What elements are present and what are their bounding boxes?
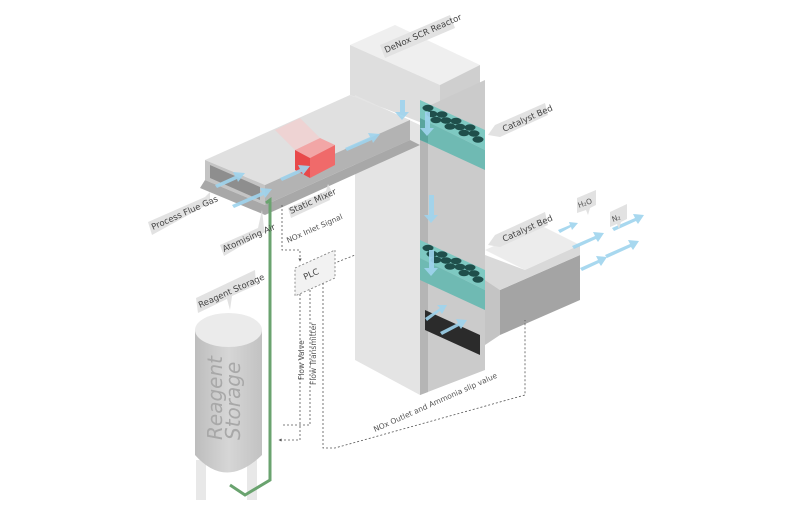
tank-leg: [247, 460, 257, 500]
tank-label-line1: Reagent: [203, 355, 227, 440]
catalyst-hole: [458, 129, 470, 137]
flue-gas-duct: [200, 95, 420, 215]
catalyst-hole: [472, 276, 484, 283]
catalyst-hole: [444, 123, 456, 130]
label-n2: N₂: [611, 212, 622, 223]
catalyst-hole: [436, 111, 448, 118]
catalyst-hole: [436, 251, 448, 258]
nox-outlet-line: [322, 275, 526, 449]
tag-background: [288, 184, 331, 218]
static-mixer-side: [310, 145, 335, 178]
label-reagent-storage: Reagent Storage: [197, 273, 266, 311]
catalyst-hole: [458, 269, 470, 277]
tag-background: [610, 204, 627, 229]
plc-outline: [294, 249, 336, 297]
catalyst-hole: [450, 117, 462, 125]
reactor-hood-top: [350, 25, 480, 85]
catalyst-bed-top: [420, 100, 485, 170]
flow-arrow: [424, 195, 438, 223]
outlet-duct-side: [485, 280, 500, 345]
tag-h2o: H₂O: [577, 190, 596, 215]
static-mixer-top: [295, 138, 335, 158]
flow-arrow: [580, 256, 607, 271]
tag-catalyst-top: Catalyst Bed: [488, 103, 555, 137]
catalyst-hole: [450, 257, 462, 265]
static-mixer-glow: [275, 118, 320, 150]
flow-arrows: [215, 100, 644, 335]
flow-arrow: [424, 250, 438, 276]
flow-arrow: [280, 165, 310, 181]
catalyst-hole: [468, 270, 480, 277]
outlet-duct: [485, 225, 580, 345]
catalyst-hole: [464, 124, 476, 131]
tag-reagent-storage: Reagent Storage: [196, 270, 266, 313]
tank-top: [195, 313, 262, 347]
outlet-slot: [425, 310, 480, 355]
duct-opening: [210, 165, 260, 200]
flow-valve-line: [278, 290, 301, 442]
duct-bottom: [200, 140, 420, 215]
tag-background: [488, 212, 548, 247]
flow-arrow: [395, 100, 409, 120]
label-nox-inlet-signal: NOx Inlet Signal: [285, 212, 344, 245]
tag-background: [488, 103, 548, 137]
catalyst-hole: [440, 257, 452, 264]
flow-arrow: [440, 319, 467, 335]
flow-arrow: [605, 240, 639, 258]
flow-arrow: [345, 133, 380, 151]
tag-process-flue-gas: Process Flue Gas: [148, 192, 220, 235]
flow-arrow: [612, 214, 644, 231]
tag-background: [577, 190, 596, 215]
catalyst-hole: [422, 104, 434, 112]
outlet-duct-top: [485, 225, 580, 270]
reactor-left-face: [355, 95, 420, 395]
catalyst-hole: [444, 263, 456, 270]
catalyst-bed-top-front: [420, 118, 485, 170]
tank-leg: [196, 460, 206, 500]
flow-arrow: [572, 232, 604, 249]
nox-inlet-signal-line: [281, 205, 302, 262]
catalyst-hole: [422, 244, 434, 252]
flow-transmitter-line: [282, 282, 311, 426]
flow-arrow: [232, 188, 272, 208]
catalyst-holes-top: [422, 104, 484, 143]
catalyst-hole: [440, 117, 452, 124]
reactor-hood-left: [350, 45, 440, 130]
label-flow-valve: Flow Valve: [297, 340, 306, 380]
flow-arrow: [420, 112, 434, 136]
catalyst-hole: [464, 264, 476, 271]
catalyst-hole: [472, 136, 484, 143]
outlet-duct-slope: [485, 245, 580, 290]
reagent-pipe: [229, 197, 272, 497]
tag-n2: N₂: [610, 204, 627, 229]
catalyst-hole: [454, 263, 466, 271]
tank-body: [195, 330, 262, 473]
catalyst-hole: [430, 116, 442, 124]
label-process-flue-gas: Process Flue Gas: [150, 194, 220, 233]
label-flow-transmitter: Flow Transmitter: [309, 322, 318, 385]
tag-background: [220, 210, 265, 256]
tag-background: [380, 15, 455, 58]
flow-arrow: [558, 222, 578, 233]
reagent-storage-tank: Reagent Storage: [195, 313, 262, 500]
catalyst-bed-bottom-front: [420, 258, 485, 310]
outlet-duct-front: [500, 255, 580, 335]
flow-arrow: [425, 305, 447, 321]
tag-background: [196, 270, 256, 313]
flow-arrow: [215, 172, 245, 188]
plc-box: PLC: [294, 249, 336, 297]
catalyst-hole: [454, 123, 466, 131]
catalyst-hole: [468, 130, 480, 137]
tank-label-line2: Storage: [221, 362, 245, 440]
tag-background: [148, 192, 210, 235]
